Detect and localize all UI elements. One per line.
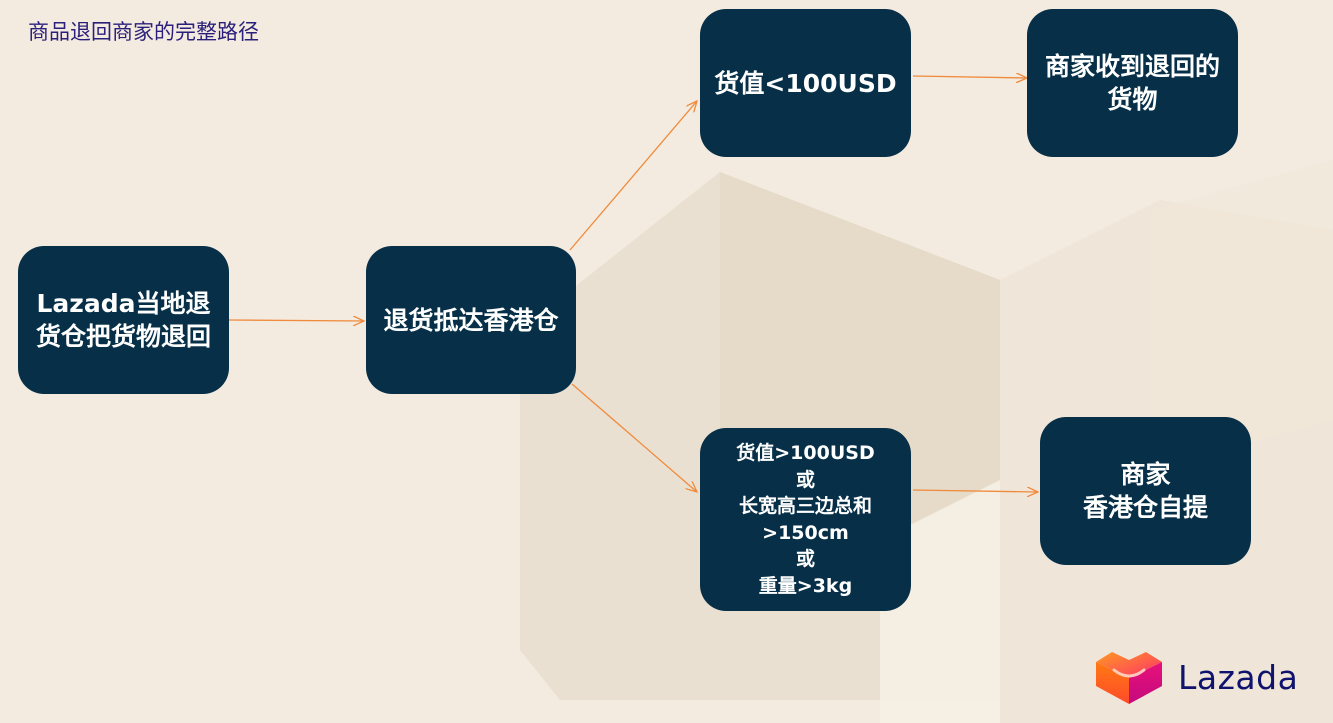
node-label: 商家收到退回的 货物 [1044, 52, 1220, 114]
node-label: 商家 香港仓自提 [1082, 460, 1208, 522]
node-label: 货值>100USD 或 长宽高三边总和 >150cm 或 重量>3kg [736, 442, 875, 597]
node-merchant-hk-pickup: 商家 香港仓自提 [1040, 417, 1251, 565]
arrow-hk-to-high [571, 383, 697, 492]
brand-name: Lazada [1178, 657, 1299, 697]
node-value-over-100usd-conditions: 货值>100USD 或 长宽高三边总和 >150cm 或 重量>3kg [700, 428, 911, 611]
node-label: 退货抵达香港仓 [383, 305, 559, 335]
node-merchant-receives-goods: 商家收到退回的 货物 [1027, 9, 1238, 157]
arrow-high-to-pickup [912, 490, 1038, 492]
page-title: 商品退回商家的完整路径 [28, 20, 259, 44]
lazada-heart-icon [1096, 652, 1162, 704]
node-label: 货值<100USD [714, 68, 897, 98]
node-local-warehouse-return: Lazada当地退 货仓把货物退回 [18, 246, 229, 394]
node-arrive-hk-warehouse: 退货抵达香港仓 [366, 246, 576, 394]
arrow-hk-to-low [569, 101, 697, 251]
lazada-logo: Lazada [1094, 648, 1298, 706]
node-label: Lazada当地退 货仓把货物退回 [35, 289, 211, 351]
arrow-local-to-hk [228, 320, 364, 321]
node-value-under-100usd: 货值<100USD [700, 9, 911, 157]
arrow-low-to-receive [912, 76, 1027, 78]
